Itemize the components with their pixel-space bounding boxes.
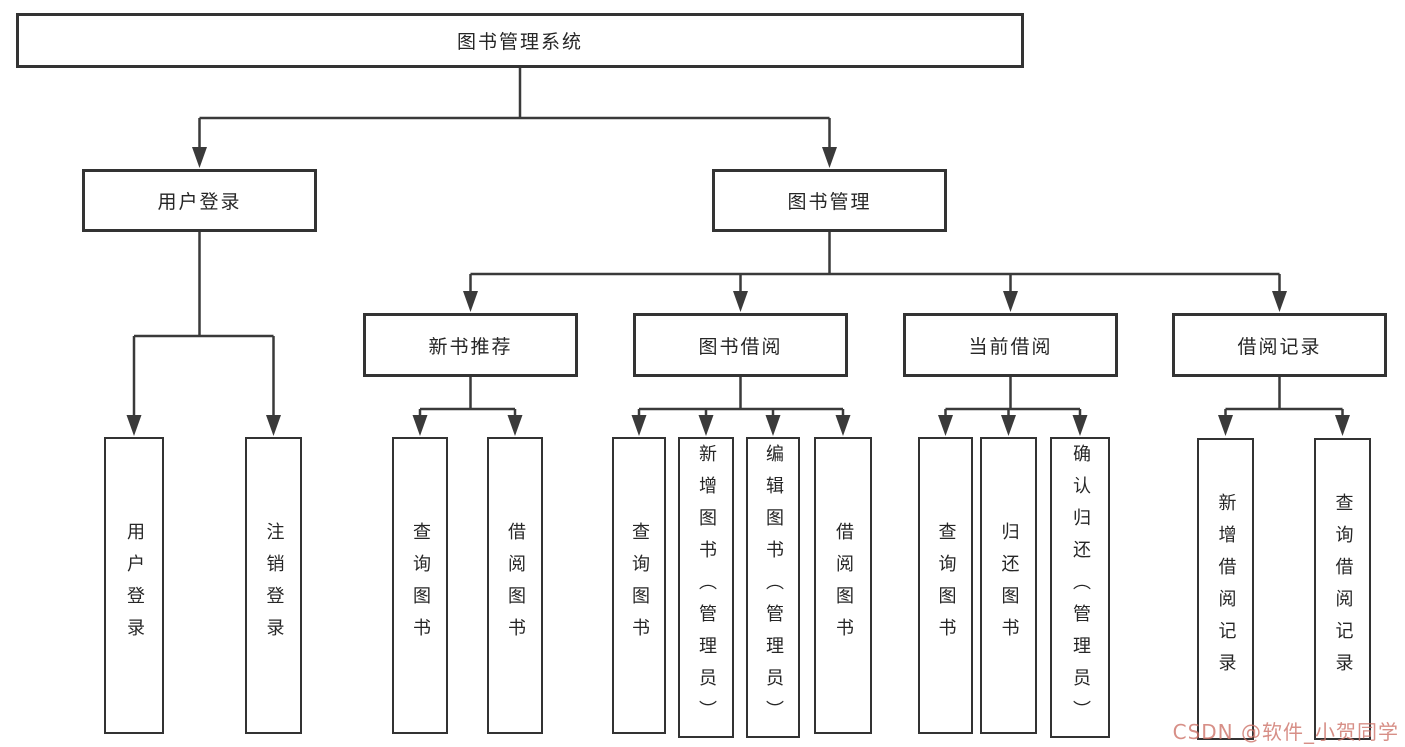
- connector-records-to-leaves: [1218, 377, 1350, 436]
- arrow-down-icon: [765, 415, 781, 436]
- arrow-down-icon: [126, 415, 142, 436]
- node-library-system: 图书管理系统: [16, 13, 1024, 68]
- leaf-query-books-recommend: 查询图书: [392, 437, 448, 734]
- leaf-borrow-books-borrowing: 借阅图书: [814, 437, 872, 734]
- node-book-borrowing-label: 图书借阅: [698, 335, 783, 358]
- leaf-confirm-return-admin-label: 确认归还（管理员）: [1070, 443, 1091, 732]
- node-book-management: 图书管理: [712, 169, 947, 232]
- leaf-edit-books-admin-label: 编辑图书（管理员）: [763, 443, 784, 732]
- leaf-query-books-borrowing: 查询图书: [612, 437, 666, 734]
- node-library-system-label: 图书管理系统: [456, 31, 583, 53]
- leaf-logout-label: 注销登录: [263, 521, 285, 650]
- arrow-down-icon: [463, 291, 478, 312]
- node-current-borrowing: 当前借阅: [903, 313, 1118, 377]
- leaf-add-books-admin: 新增图书（管理员）: [678, 437, 734, 738]
- connector-current-to-leaves: [938, 377, 1088, 436]
- leaf-add-borrow-record: 新增借阅记录: [1197, 438, 1254, 740]
- leaf-borrow-books-recommend: 借阅图书: [487, 437, 543, 734]
- connector-borrowing-to-leaves: [631, 377, 851, 436]
- leaf-query-borrow-record: 查询借阅记录: [1314, 438, 1371, 740]
- node-new-book-recommendation-label: 新书推荐: [428, 335, 513, 358]
- leaf-user-login: 用户登录: [104, 437, 164, 734]
- leaf-add-borrow-record-label: 新增借阅记录: [1215, 493, 1237, 685]
- arrow-down-icon: [1272, 291, 1287, 312]
- node-borrowing-records-label: 借阅记录: [1237, 335, 1322, 358]
- node-user-login-label: 用户登录: [157, 191, 242, 213]
- arrow-down-icon: [266, 415, 281, 436]
- leaf-user-login-label: 用户登录: [124, 521, 145, 650]
- node-borrowing-records: 借阅记录: [1172, 313, 1387, 377]
- leaf-query-books-recommend-label: 查询图书: [410, 521, 431, 650]
- node-book-management-label: 图书管理: [787, 191, 872, 213]
- arrow-down-icon: [507, 415, 523, 436]
- node-new-book-recommendation: 新书推荐: [363, 313, 578, 377]
- arrow-down-icon: [938, 415, 953, 436]
- leaf-query-books-borrowing-label: 查询图书: [629, 521, 650, 650]
- connector-book-mgmt-to-level3: [463, 232, 1287, 312]
- csdn-watermark: CSDN @软件_小贺同学: [1172, 720, 1399, 744]
- leaf-query-books-current: 查询图书: [918, 437, 973, 734]
- arrow-down-icon: [1218, 415, 1233, 436]
- arrow-down-icon: [733, 291, 748, 312]
- connector-root-to-level2: [192, 68, 837, 168]
- connector-recommend-to-leaves: [412, 377, 523, 436]
- leaf-borrow-books-borrowing-label: 借阅图书: [833, 521, 854, 650]
- leaf-confirm-return-admin: 确认归还（管理员）: [1050, 437, 1110, 738]
- node-current-borrowing-label: 当前借阅: [968, 335, 1053, 358]
- leaf-borrow-books-recommend-label: 借阅图书: [505, 521, 526, 650]
- connector-user-login-to-leaves: [126, 232, 281, 436]
- arrow-down-icon: [835, 415, 851, 436]
- leaf-return-books-label: 归还图书: [998, 521, 1020, 650]
- node-user-login: 用户登录: [82, 169, 317, 232]
- arrow-down-icon: [631, 415, 647, 436]
- leaf-query-books-current-label: 查询图书: [935, 521, 957, 650]
- arrow-down-icon: [698, 415, 714, 436]
- arrow-down-icon: [192, 147, 207, 168]
- leaf-edit-books-admin: 编辑图书（管理员）: [746, 437, 800, 738]
- leaf-add-books-admin-label: 新增图书（管理员）: [696, 443, 717, 732]
- arrow-down-icon: [1001, 415, 1016, 436]
- leaf-logout: 注销登录: [245, 437, 302, 734]
- arrow-down-icon: [1003, 291, 1018, 312]
- arrow-down-icon: [1335, 415, 1350, 436]
- leaf-return-books: 归还图书: [980, 437, 1037, 734]
- arrow-down-icon: [412, 415, 428, 436]
- node-book-borrowing: 图书借阅: [633, 313, 848, 377]
- arrow-down-icon: [1072, 415, 1088, 436]
- arrow-down-icon: [822, 147, 837, 168]
- leaf-query-borrow-record-label: 查询借阅记录: [1332, 493, 1354, 685]
